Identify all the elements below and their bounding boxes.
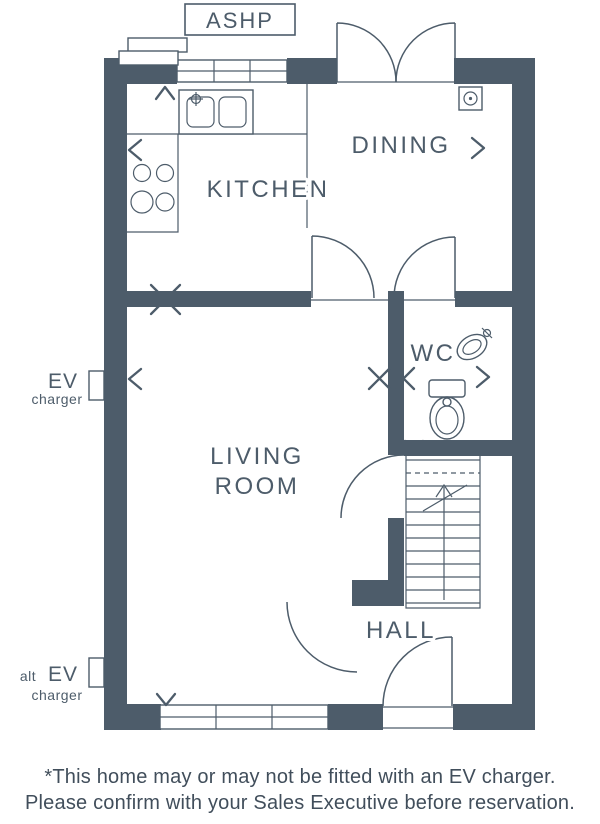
door-inner-hall [340, 454, 405, 519]
ashp-label: ASHP [206, 8, 274, 33]
ashp-label-box [184, 3, 296, 36]
alt-ev-label: EV [48, 663, 78, 686]
wall-left [104, 58, 127, 730]
plan-marks [127, 85, 491, 707]
wc-label: WC [411, 340, 456, 367]
living-room-label-line1: LIVING [210, 443, 304, 470]
door-living-dining [311, 235, 375, 299]
chevron-left-icon [127, 138, 143, 162]
walls [104, 58, 535, 730]
patio-door-right [395, 22, 456, 83]
disclaimer: *This home may or may not be fitted with… [0, 764, 600, 816]
patio-door-left [336, 22, 397, 83]
x-mark-icon [391, 366, 416, 391]
disclaimer-line2: Please confirm with your Sales Executive… [24, 792, 576, 814]
wall-wc-top [455, 291, 512, 307]
wall-bottom-a [104, 704, 161, 730]
wall-hall-stub [352, 580, 404, 606]
wall-inner-vertical-upper [388, 291, 404, 455]
dining-label: DINING [352, 132, 451, 159]
wall-top-b [287, 58, 337, 84]
alt-ev-prefix: alt [20, 668, 36, 684]
kitchen-label: KITCHEN [207, 176, 330, 203]
living-room-window [159, 704, 329, 730]
chevron-down-icon [403, 439, 425, 454]
wall-bottom-b [328, 704, 383, 730]
doors [286, 22, 456, 729]
chevron-left-icon [127, 367, 143, 391]
living-room-label-line2: ROOM [215, 473, 300, 500]
chevron-up-icon [154, 85, 176, 101]
wc-basin [456, 327, 493, 361]
chevron-right-icon [475, 365, 491, 389]
wall-wc-bottom [404, 440, 512, 456]
ev-charger-sublabel: charger [32, 391, 83, 407]
kitchen-window [176, 59, 288, 83]
wall-kitchen-divider [127, 291, 311, 307]
chevron-right-icon [470, 136, 486, 160]
kitchen-sink [178, 89, 254, 135]
chevron-down-icon [155, 692, 177, 707]
x-mark-icon [367, 366, 392, 391]
ashp-unit [118, 37, 188, 66]
hall-label: HALL [366, 617, 436, 644]
door-dining-wc [393, 236, 456, 299]
wall-bottom-c [453, 704, 535, 730]
stairs [405, 456, 481, 609]
ev-charger-unit [88, 370, 105, 401]
toilet [428, 379, 466, 440]
door-hall-living [286, 601, 358, 673]
wall-right [512, 58, 535, 730]
stairs-up-arrow [422, 483, 468, 600]
front-door [382, 636, 453, 707]
x-mark-icon [149, 283, 182, 316]
ev-charger-label: EV [48, 370, 78, 393]
alt-ev-charger-unit [88, 657, 105, 688]
flue-box [458, 86, 483, 111]
tap-icon [189, 92, 203, 106]
disclaimer-line1: *This home may or may not be fitted with… [44, 766, 556, 788]
alt-ev-sublabel: charger [32, 687, 83, 703]
hob [130, 163, 175, 214]
